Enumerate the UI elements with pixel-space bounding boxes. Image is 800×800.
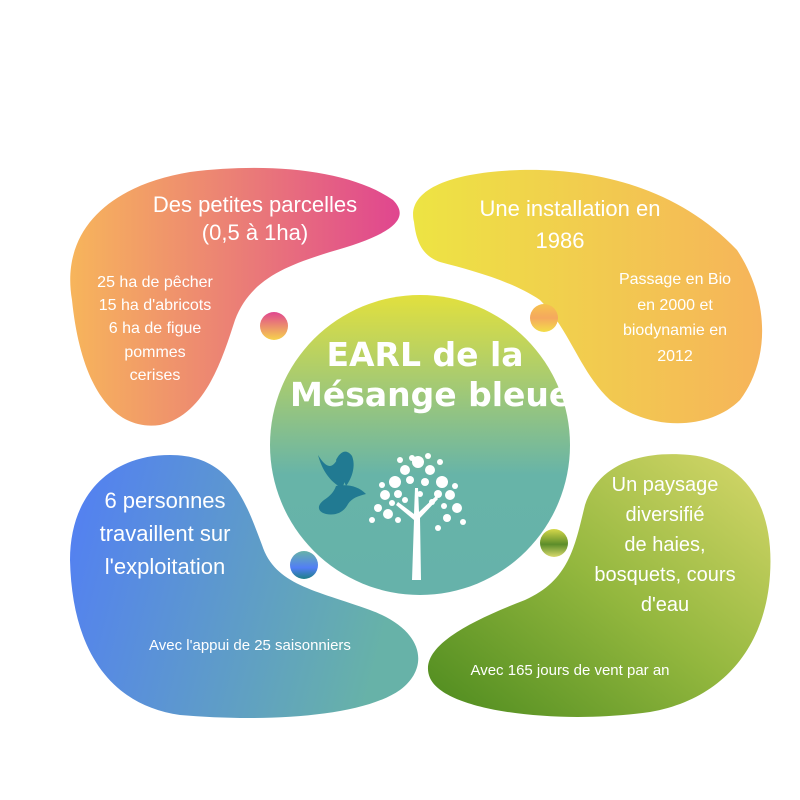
tree-foliage-dot — [429, 499, 435, 505]
bird-icon — [318, 451, 366, 515]
detail-line: 6 ha de figue — [108, 320, 202, 338]
detail-line: biodynamie en — [622, 322, 728, 340]
tree-foliage-dot — [383, 509, 393, 519]
top-right-title-line2: 1986 — [535, 227, 585, 253]
center-title: EARL de la Mésange bleue — [290, 335, 572, 414]
top-left-title-line1: Des petites parcelles — [152, 192, 358, 217]
blob-top-right — [413, 169, 763, 424]
tree-foliage-dot — [437, 459, 443, 465]
center-title-line1: EARL de la — [326, 335, 524, 374]
detail-line: Passage en Bio — [618, 271, 732, 288]
detail-line: cerises — [129, 366, 181, 384]
tree-foliage-dot — [421, 478, 429, 486]
tree-foliage-dot — [436, 476, 448, 488]
detail-line: 2012 — [657, 347, 693, 365]
tree-foliage-dot — [400, 465, 410, 475]
title-line: l'exploitation — [104, 554, 226, 579]
bottom-left-note: Avec l'appui de 25 saisonniers — [149, 637, 351, 654]
tree-foliage-dot — [389, 500, 395, 506]
tree-foliage-dot — [397, 457, 403, 463]
tree-foliage-dot — [409, 455, 415, 461]
tree-foliage-dot — [389, 476, 401, 488]
detail-line: 15 ha d'abricots — [98, 297, 212, 315]
bottom-left-title: 6 personnes travaillent sur l'exploitati… — [70, 484, 260, 583]
detail-line: en 2000 et — [637, 296, 713, 314]
bottom-right-note: Avec 165 jours de vent par an — [470, 662, 670, 679]
tree-foliage-dot — [379, 482, 385, 488]
title-line: Un paysage — [611, 474, 719, 496]
dot-top-right — [530, 304, 558, 332]
top-right-details: Passage en Bio en 2000 et biodynamie en … — [600, 267, 750, 369]
blob-top-left — [70, 167, 400, 426]
dot-bottom-left — [290, 551, 318, 579]
tree-foliage-dot — [425, 453, 431, 459]
tree-foliage-dot — [406, 476, 414, 484]
bottom-right-title: Un paysage diversifié de haies, bosquets… — [575, 470, 755, 620]
title-line: d'eau — [640, 594, 690, 616]
top-left-details: 25 ha de pêcher 15 ha d'abricots 6 ha de… — [70, 271, 240, 387]
tree-foliage-dot — [452, 483, 458, 489]
blob-bottom-right — [427, 454, 771, 717]
title-line: bosquets, cours — [594, 564, 736, 586]
tree-foliage-dot — [443, 514, 451, 522]
blob-bottom-left — [70, 455, 419, 719]
title-line: de haies, — [624, 534, 706, 556]
dot-top-left — [260, 312, 288, 340]
tree-foliage-dot — [425, 465, 435, 475]
tree-foliage-dot — [460, 519, 466, 525]
title-line: travaillent sur — [99, 521, 231, 546]
tree-foliage-dot — [395, 517, 401, 523]
tree-foliage-dot — [441, 503, 447, 509]
top-left-title: Des petites parcelles (0,5 à 1ha) — [130, 191, 380, 246]
tree-foliage-dot — [369, 517, 375, 523]
dot-bottom-right — [540, 529, 568, 557]
title-line: diversifié — [625, 504, 705, 526]
tree-foliage-dot — [435, 525, 441, 531]
tree-foliage-dot — [417, 491, 423, 497]
top-right-title-line1: Une installation en — [479, 196, 661, 221]
title-line: 6 personnes — [104, 488, 226, 513]
center-circle — [270, 295, 570, 595]
top-left-title-line2: (0,5 à 1ha) — [201, 219, 309, 245]
tree-foliage-dot — [412, 456, 424, 468]
tree-foliage-dot — [445, 490, 455, 500]
tree-foliage-dot — [402, 497, 408, 503]
tree-foliage-dot — [374, 504, 382, 512]
tree-foliage-dot — [380, 490, 390, 500]
tree-foliage-dot — [434, 490, 442, 498]
tree-icon — [369, 453, 466, 580]
center-title-line2: Mésange bleue — [290, 374, 572, 414]
detail-line: 25 ha de pêcher — [97, 274, 213, 291]
tree-foliage-dot — [452, 503, 462, 513]
top-right-title: Une installation en 1986 — [445, 193, 695, 257]
detail-line: pommes — [124, 343, 186, 361]
tree-foliage-dot — [394, 490, 402, 498]
